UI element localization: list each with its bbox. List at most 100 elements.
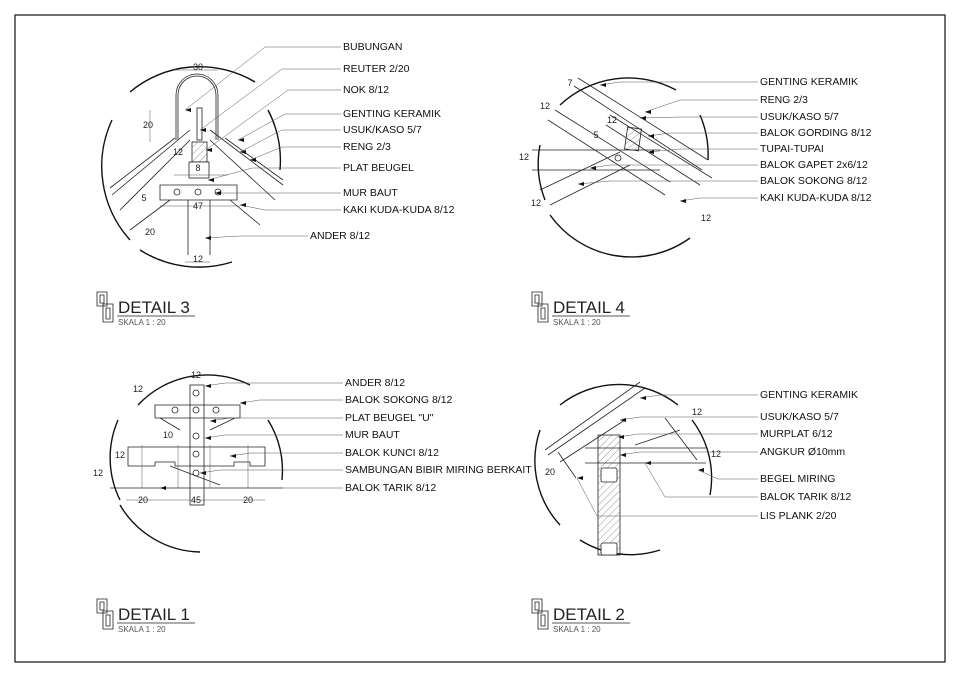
dimension-value: 45 [191, 495, 201, 505]
dimension-value: 12 [115, 450, 125, 460]
arrowhead-icon [577, 476, 583, 480]
leader-line [617, 433, 758, 438]
dimension-value: 20 [243, 495, 253, 505]
arrowhead-icon [578, 182, 584, 186]
arrowhead-icon [620, 418, 626, 422]
leader-line [204, 434, 343, 439]
arrowhead-icon [648, 150, 654, 154]
leader-line [639, 116, 758, 119]
leader-line [644, 462, 758, 498]
leader-line [249, 146, 341, 161]
leader-line [679, 197, 758, 202]
callout-label: BALOK TARIK 8/12 [760, 491, 851, 503]
detail-scale: SKALA 1 : 20 [118, 318, 166, 327]
callout-label: MUR BAUT [343, 187, 398, 199]
callout-label: KAKI KUDA-KUDA 8/12 [343, 204, 455, 216]
leader-line [577, 180, 758, 185]
arrowhead-icon [208, 178, 214, 182]
dimension-value: 8 [195, 163, 200, 173]
detail-2-drawing [534, 381, 713, 556]
arrowhead-icon [250, 158, 256, 162]
arrowhead-icon [205, 436, 211, 440]
dimension-value: 5 [141, 193, 146, 203]
callout-label: PLAT BEUGEL "U" [345, 412, 434, 424]
dimension-value: 12 [701, 213, 711, 223]
callout-label: BALOK KUNCI 8/12 [345, 447, 439, 459]
detail-marker-icon [531, 598, 549, 630]
callout-label: BALOK SOKONG 8/12 [760, 175, 868, 187]
leader-line [199, 68, 341, 131]
leader-line [576, 477, 758, 517]
arrowhead-icon [640, 116, 646, 120]
sheet-border [14, 14, 946, 663]
dimension-value: 20 [138, 495, 148, 505]
dimension-value: 10 [163, 430, 173, 440]
dimension-value: 12 [191, 370, 201, 380]
callout-label: USUK/KASO 5/7 [343, 124, 422, 136]
callout-label: USUK/KASO 5/7 [760, 411, 839, 423]
callout-label: RENG 2/3 [760, 94, 808, 106]
detail-scale: SKALA 1 : 20 [553, 625, 601, 634]
callout-label: ANGKUR Ø10mm [760, 446, 845, 458]
leader-line [647, 132, 758, 137]
callout-label: BALOK GORDING 8/12 [760, 127, 872, 139]
leader-line [205, 89, 341, 151]
arrowhead-icon [200, 471, 206, 475]
leader-line [239, 129, 341, 153]
callout-label: USUK/KASO 5/7 [760, 111, 839, 123]
leader-line [599, 81, 758, 86]
detail-1-drawing [109, 374, 284, 553]
leader-line [207, 167, 341, 181]
callout-label: MURPLAT 6/12 [760, 428, 833, 440]
dimension-value: 12 [519, 152, 529, 162]
callout-label: KAKI KUDA-KUDA 8/12 [760, 192, 872, 204]
arrowhead-icon [648, 134, 654, 138]
arrowhead-icon [680, 199, 686, 203]
dimension-value: 12 [692, 407, 702, 417]
arrowhead-icon [240, 203, 246, 207]
dimension-value: 12 [711, 449, 721, 459]
dimension-value: 12 [540, 101, 550, 111]
dimension-value: 12 [133, 384, 143, 394]
detail-scale: SKALA 1 : 20 [553, 318, 601, 327]
callout-label: GENTING KERAMIK [760, 76, 858, 88]
leader-line [204, 235, 308, 239]
arrowhead-icon [200, 128, 206, 132]
arrowhead-icon [210, 419, 216, 423]
callout-label: PLAT BEUGEL [343, 162, 414, 174]
leader-line [619, 416, 758, 421]
arrowhead-icon [590, 166, 596, 170]
dimension-value: 7 [567, 78, 572, 88]
leader-line [239, 399, 343, 404]
arrowhead-icon [645, 110, 651, 114]
dimension-value: 12 [173, 147, 183, 157]
arrowhead-icon [206, 148, 212, 152]
detail-title: DETAIL 2 [553, 605, 625, 624]
dimension-value: 12 [607, 115, 617, 125]
callout-label: RENG 2/3 [343, 141, 391, 153]
dimension-value: 20 [145, 227, 155, 237]
callout-label: LIS PLANK 2/20 [760, 510, 837, 522]
dimension-value: 47 [193, 201, 203, 211]
dimension-value: 12 [531, 198, 541, 208]
leader-line [209, 417, 343, 422]
leader-line [237, 113, 341, 141]
dimension-value: 20 [143, 120, 153, 130]
arrowhead-icon [238, 138, 244, 142]
detail-3-drawing [101, 65, 284, 268]
callout-label: ANDER 8/12 [345, 377, 405, 389]
leader-line [199, 469, 343, 474]
dimension-value: 20 [545, 467, 555, 477]
detail-title: DETAIL 4 [553, 298, 625, 317]
detail-marker-icon [96, 598, 114, 630]
detail-title: DETAIL 3 [118, 298, 190, 317]
detail-4-drawing [532, 77, 713, 258]
leader-lines [160, 46, 758, 517]
leader-line [644, 99, 758, 113]
dimension-value: 12 [93, 468, 103, 478]
dimension-value: 30 [193, 62, 203, 72]
